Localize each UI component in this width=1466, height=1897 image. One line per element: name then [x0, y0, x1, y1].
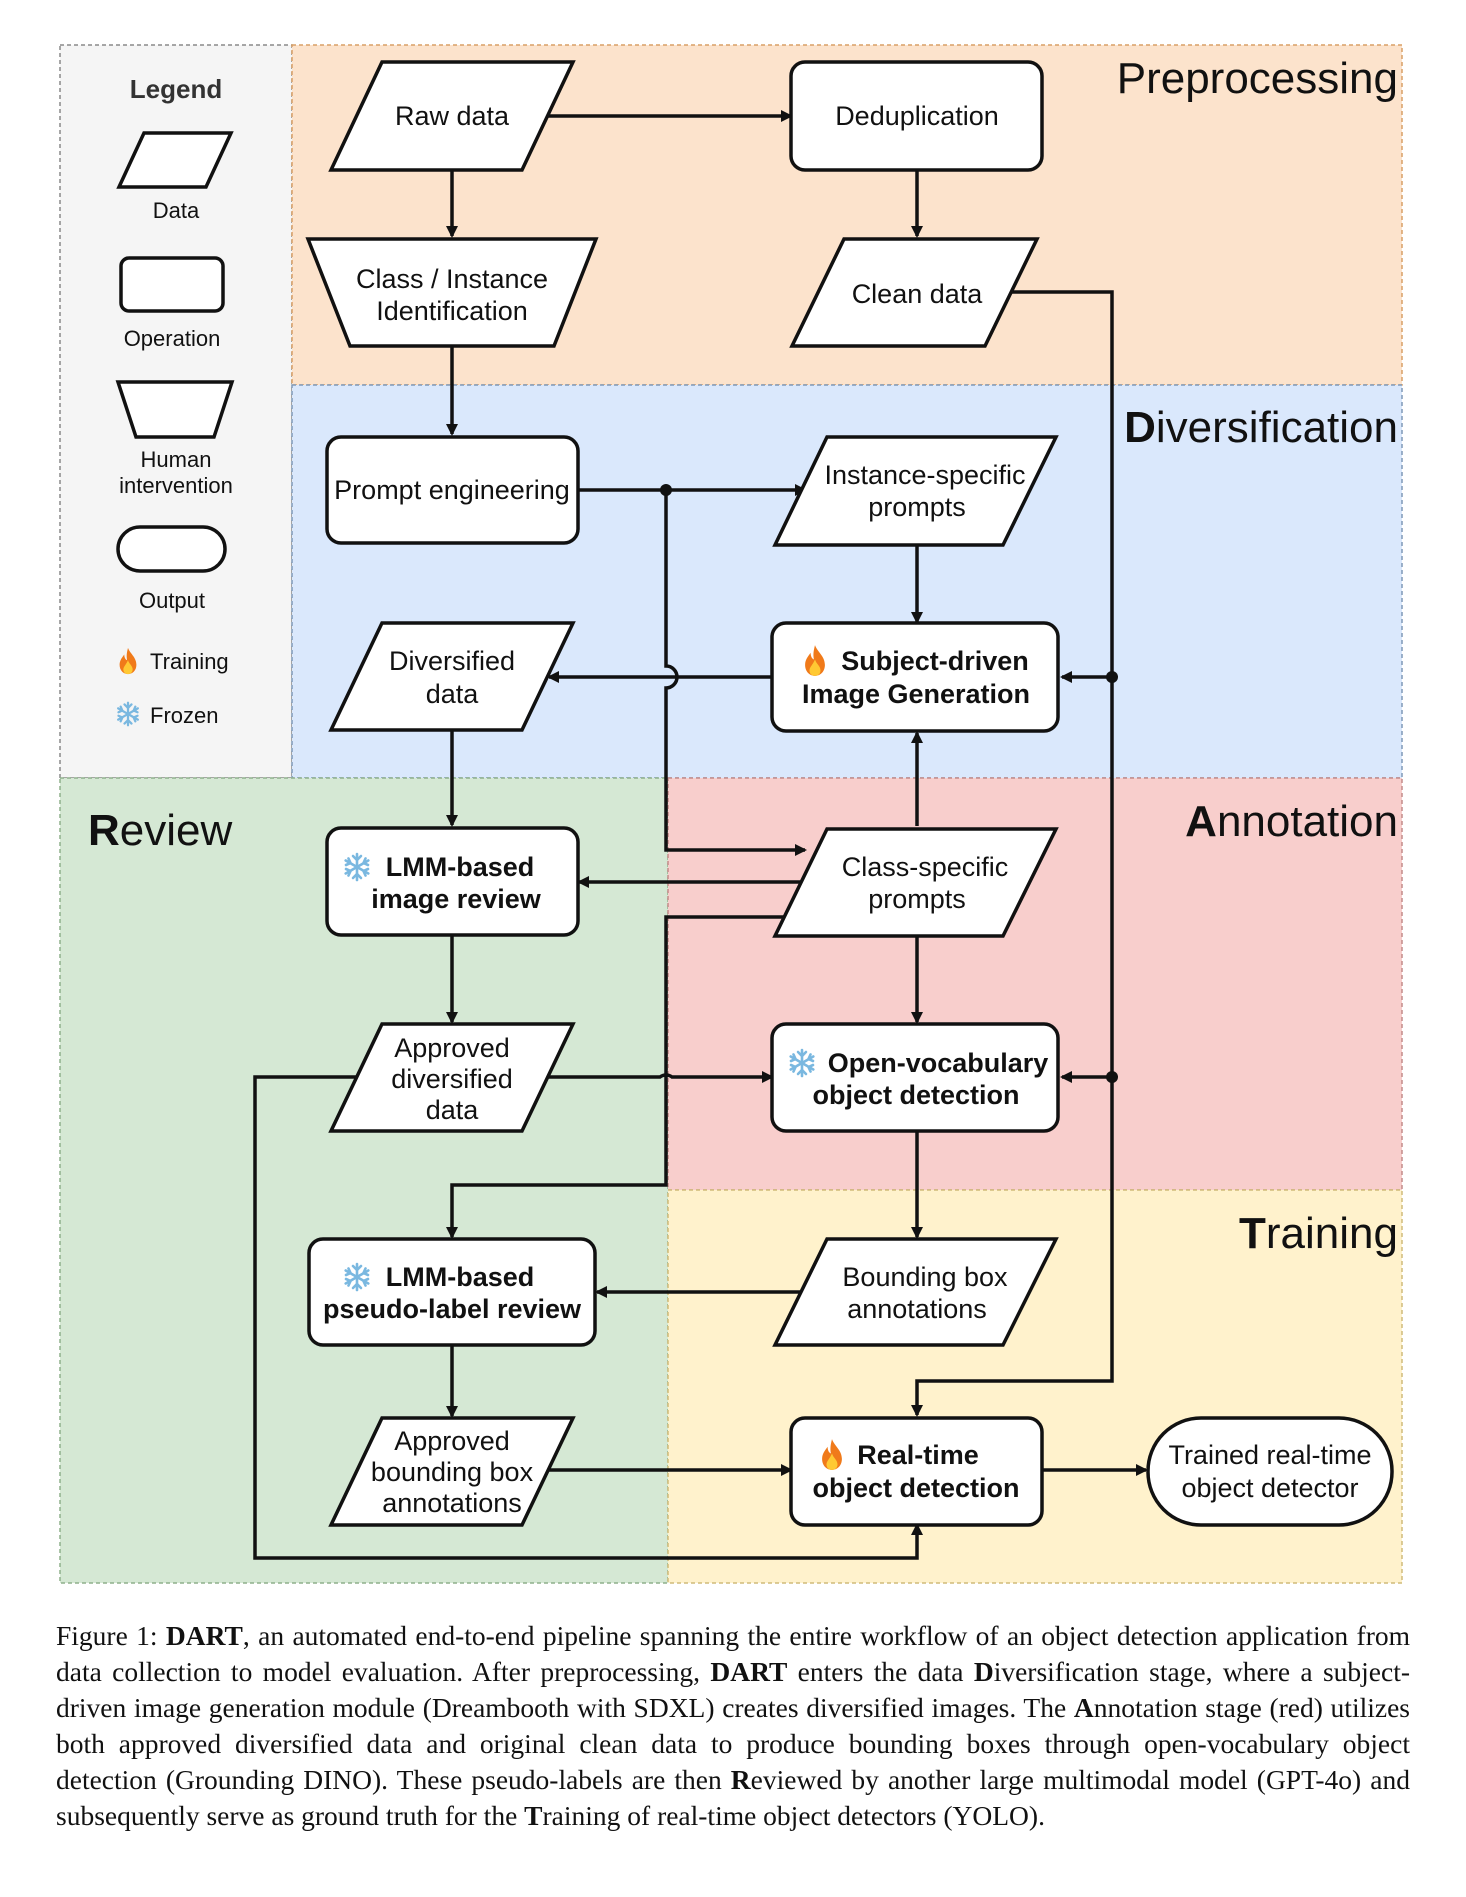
bbox-label-2: annotations: [847, 1294, 987, 1324]
approved-div-label-3: data: [426, 1095, 480, 1125]
approved-bbox-label-1: Approved: [394, 1426, 510, 1456]
node-subject-driven-image-generation: Subject-driven Image Generation: [770, 621, 1060, 733]
trained-label-1: Trained real-time: [1168, 1440, 1371, 1470]
caption-text: eviewed by another large multimodal mode…: [56, 1764, 1410, 1831]
legend-human-label-2: intervention: [119, 473, 233, 498]
lmm-pseudo-label-1: LMM-based: [386, 1262, 535, 1292]
junction-dot: [660, 484, 672, 496]
node-approved-diversified-data: Approved diversified data: [328, 1022, 576, 1133]
legend-operation-shape: [119, 256, 225, 313]
instance-prompts-label-1: Instance-specific: [824, 460, 1025, 490]
figure-caption: Figure 1: DART, an automated end-to-end …: [56, 1618, 1410, 1834]
caption-text: , an automated end-to-end pipeline spann…: [56, 1620, 1410, 1687]
ovd-label-1: Open-vocabulary: [828, 1048, 1049, 1078]
junction-dot: [1106, 1071, 1118, 1083]
edge-clean-to-rt: [911, 290, 1114, 1417]
approved-bbox-label-2: bounding box: [371, 1457, 534, 1487]
junction-dot: [1106, 671, 1118, 683]
caption-prefix: Figure 1:: [56, 1620, 166, 1651]
node-approved-bounding-box-annotations: Approved bounding box annotations: [328, 1416, 576, 1527]
subject-gen-label-1: Subject-driven: [841, 646, 1029, 676]
deduplication-label: Deduplication: [835, 101, 999, 131]
ovd-label-2: object detection: [812, 1080, 1019, 1110]
approved-div-label-1: Approved: [394, 1033, 510, 1063]
legend-output-shape: [116, 525, 227, 573]
legend-training-label: Training: [150, 649, 229, 674]
node-prompt-engineering: Prompt engineering: [325, 435, 580, 545]
caption-text: iversification stage, where a subject-dr…: [56, 1656, 1411, 1723]
legend-data-label: Data: [153, 198, 200, 223]
training-title: Training: [1239, 1209, 1398, 1258]
caption-text: enters the data: [787, 1656, 974, 1687]
lmm-image-label-1: LMM-based: [386, 852, 535, 882]
caption-initial: R: [730, 1764, 751, 1795]
node-real-time-object-detection: Real-time object detection: [789, 1416, 1044, 1527]
node-raw-data: Raw data: [328, 60, 576, 172]
node-bounding-box-annotations: Bounding box annotations: [772, 1237, 1059, 1347]
clean-data-label: Clean data: [852, 279, 984, 309]
annotation-title: Annotation: [1185, 797, 1398, 846]
rt-label-1: Real-time: [857, 1440, 979, 1470]
class-instance-label-1: Class / Instance: [356, 264, 548, 294]
node-open-vocabulary-object-detection: Open-vocabulary object detection: [770, 1022, 1060, 1133]
lmm-image-label-2: image review: [371, 884, 542, 914]
approved-div-label-2: diversified: [391, 1064, 513, 1094]
diversified-label-1: Diversified: [389, 646, 515, 676]
subject-gen-label-2: Image Generation: [802, 679, 1030, 709]
legend-operation-label: Operation: [124, 326, 221, 351]
legend-human-shape: [115, 380, 235, 439]
edge-approved-div-to-ovd: [548, 1071, 774, 1083]
caption-initial: T: [524, 1800, 543, 1831]
legend-output-label: Output: [139, 588, 205, 613]
node-class-specific-prompts: Class-specific prompts: [772, 827, 1059, 938]
legend-data-shape: [116, 131, 234, 189]
diversified-label-2: data: [426, 679, 480, 709]
edges: [253, 110, 1148, 1560]
legend-title: Legend: [130, 74, 222, 104]
edge-approved-div-to-rt: [253, 1075, 923, 1560]
prompt-engineering-label: Prompt engineering: [334, 475, 570, 505]
node-lmm-pseudo-label-review: LMM-based pseudo-label review: [307, 1237, 597, 1347]
rt-label-2: object detection: [812, 1473, 1019, 1503]
node-trained-real-time-object-detector: Trained real-time object detector: [1146, 1416, 1394, 1527]
bbox-label-1: Bounding box: [842, 1262, 1008, 1292]
approved-bbox-label-3: annotations: [382, 1488, 522, 1518]
caption-text: nnotation stage (red) utilizes both appr…: [56, 1692, 1410, 1795]
pipeline-diagram: Preprocessing Diversification Review Ann…: [59, 44, 1403, 1584]
node-clean-data: Clean data: [789, 237, 1040, 348]
edge-class-prompts-to-pseudo-review: [446, 915, 792, 1239]
review-title: Review: [88, 806, 232, 855]
legend-human-label-1: Human: [141, 447, 212, 472]
node-diversified-data: Diversified data: [328, 621, 576, 732]
caption-dart: DART: [165, 1620, 243, 1651]
class-prompts-label-1: Class-specific: [842, 852, 1009, 882]
caption-text: raining of real-time object detectors (Y…: [542, 1800, 1045, 1831]
trained-label-2: object detector: [1181, 1473, 1358, 1503]
caption-dart: DART: [710, 1656, 788, 1687]
class-instance-label-2: Identification: [376, 296, 528, 326]
node-lmm-image-review: LMM-based image review: [325, 826, 580, 937]
raw-data-label: Raw data: [395, 101, 510, 131]
preprocessing-title: Preprocessing: [1117, 54, 1398, 103]
node-class-instance-identification: Class / Instance Identification: [305, 237, 599, 348]
class-prompts-label-2: prompts: [868, 884, 966, 914]
node-instance-specific-prompts: Instance-specific prompts: [772, 435, 1059, 547]
diversification-title: Diversification: [1124, 403, 1398, 452]
legend-frozen-label: Frozen: [150, 703, 218, 728]
node-deduplication: Deduplication: [789, 60, 1044, 172]
lmm-pseudo-label-2: pseudo-label review: [323, 1294, 582, 1324]
caption-initial: D: [973, 1656, 994, 1687]
caption-initial: A: [1073, 1692, 1094, 1723]
instance-prompts-label-2: prompts: [868, 492, 966, 522]
